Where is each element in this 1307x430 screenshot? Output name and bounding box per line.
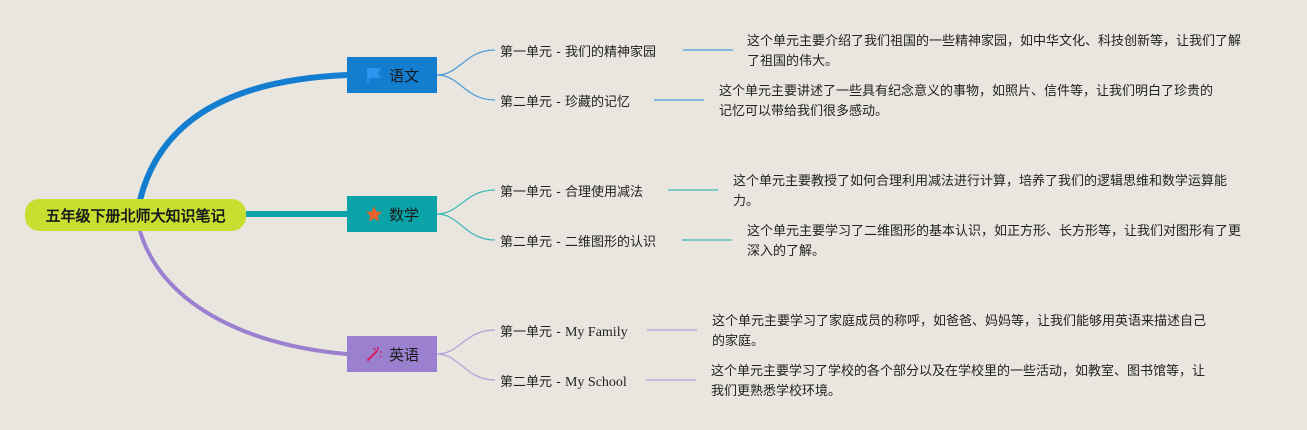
unit-node-yuwen-2[interactable]: 第二单元 - 珍藏的记忆 — [500, 91, 630, 110]
description-text: 这个单元主要讲述了一些具有纪念意义的事物，如照片、信件等，让我们明白了珍贵的记忆… — [719, 84, 1214, 119]
description-text: 这个单元主要学习了二维图形的基本认识，如正方形、长方形等，让我们对图形有了更深入… — [747, 224, 1242, 259]
connector-shuxue-1 — [436, 189, 496, 215]
star-icon — [365, 205, 383, 223]
connector-shuxue-2 — [436, 213, 496, 241]
unit-label: 第二单元 - 二维图形的认识 — [500, 235, 656, 250]
description-text: 这个单元主要学习了家庭成员的称呼，如爸爸、妈妈等，让我们能够用英语来描述自己的家… — [712, 314, 1207, 349]
subject-label: 英语 — [388, 345, 419, 364]
unit-label: 第一单元 - 我们的精神家园 — [500, 45, 656, 60]
root-topic[interactable]: 五年级下册北师大知识笔记 — [25, 199, 246, 231]
branch-yuwen — [137, 72, 350, 203]
unit-label: 第一单元 - 合理使用减法 — [500, 185, 643, 200]
unit-node-shuxue-2[interactable]: 第二单元 - 二维图形的认识 — [500, 231, 656, 250]
subject-node-shuxue[interactable]: 数学 — [347, 196, 437, 232]
connector-yuwen-1 — [436, 49, 496, 76]
unit-label-suffix: My Family — [564, 325, 628, 340]
unit-description-shuxue-2[interactable]: 这个单元主要学习了二维图形的基本认识，如正方形、长方形等，让我们对图形有了更深入… — [747, 222, 1247, 262]
subject-node-yingyu[interactable]: 英语 — [347, 336, 437, 372]
unit-label-suffix: My School — [564, 375, 627, 390]
connector-yingyu-1 — [436, 329, 496, 355]
unit-description-yuwen-2[interactable]: 这个单元主要讲述了一些具有纪念意义的事物，如照片、信件等，让我们明白了珍贵的记忆… — [719, 82, 1219, 122]
connector-yuwen-2 — [436, 74, 496, 101]
unit-node-yingyu-1[interactable]: 第一单元 - My Family — [500, 321, 628, 341]
description-text: 这个单元主要教授了如何合理利用减法进行计算，培养了我们的逻辑思维和数学运算能力。 — [733, 174, 1228, 209]
unit-label-prefix: 第二单元 - — [500, 375, 565, 390]
branch-yingyu — [138, 229, 349, 356]
unit-description-yuwen-1[interactable]: 这个单元主要介绍了我们祖国的一些精神家园，如中华文化、科技创新等，让我们了解了祖… — [747, 32, 1247, 72]
unit-node-shuxue-1[interactable]: 第一单元 - 合理使用减法 — [500, 181, 643, 200]
unit-description-yingyu-2[interactable]: 这个单元主要学习了学校的各个部分以及在学校里的一些活动，如教室、图书馆等，让我们… — [711, 362, 1211, 402]
description-text: 这个单元主要介绍了我们祖国的一些精神家园，如中华文化、科技创新等，让我们了解了祖… — [747, 34, 1242, 69]
unit-node-yuwen-1[interactable]: 第一单元 - 我们的精神家园 — [500, 41, 656, 60]
root-topic-label: 五年级下册北师大知识笔记 — [45, 206, 226, 225]
subject-label: 数学 — [388, 205, 419, 224]
unit-label-prefix: 第一单元 - — [500, 325, 565, 340]
unit-label: 第二单元 - 珍藏的记忆 — [500, 95, 630, 110]
magic-wand-icon — [365, 345, 383, 363]
unit-description-shuxue-1[interactable]: 这个单元主要教授了如何合理利用减法进行计算，培养了我们的逻辑思维和数学运算能力。 — [733, 172, 1233, 212]
subject-label: 语文 — [388, 66, 419, 85]
subject-node-yuwen[interactable]: 语文 — [347, 57, 437, 93]
unit-description-yingyu-1[interactable]: 这个单元主要学习了家庭成员的称呼，如爸爸、妈妈等，让我们能够用英语来描述自己的家… — [712, 312, 1212, 352]
connector-yingyu-2 — [436, 353, 496, 381]
flag-icon — [365, 66, 383, 84]
description-text: 这个单元主要学习了学校的各个部分以及在学校里的一些活动，如教室、图书馆等，让我们… — [711, 364, 1206, 399]
unit-node-yingyu-2[interactable]: 第二单元 - My School — [500, 371, 627, 391]
